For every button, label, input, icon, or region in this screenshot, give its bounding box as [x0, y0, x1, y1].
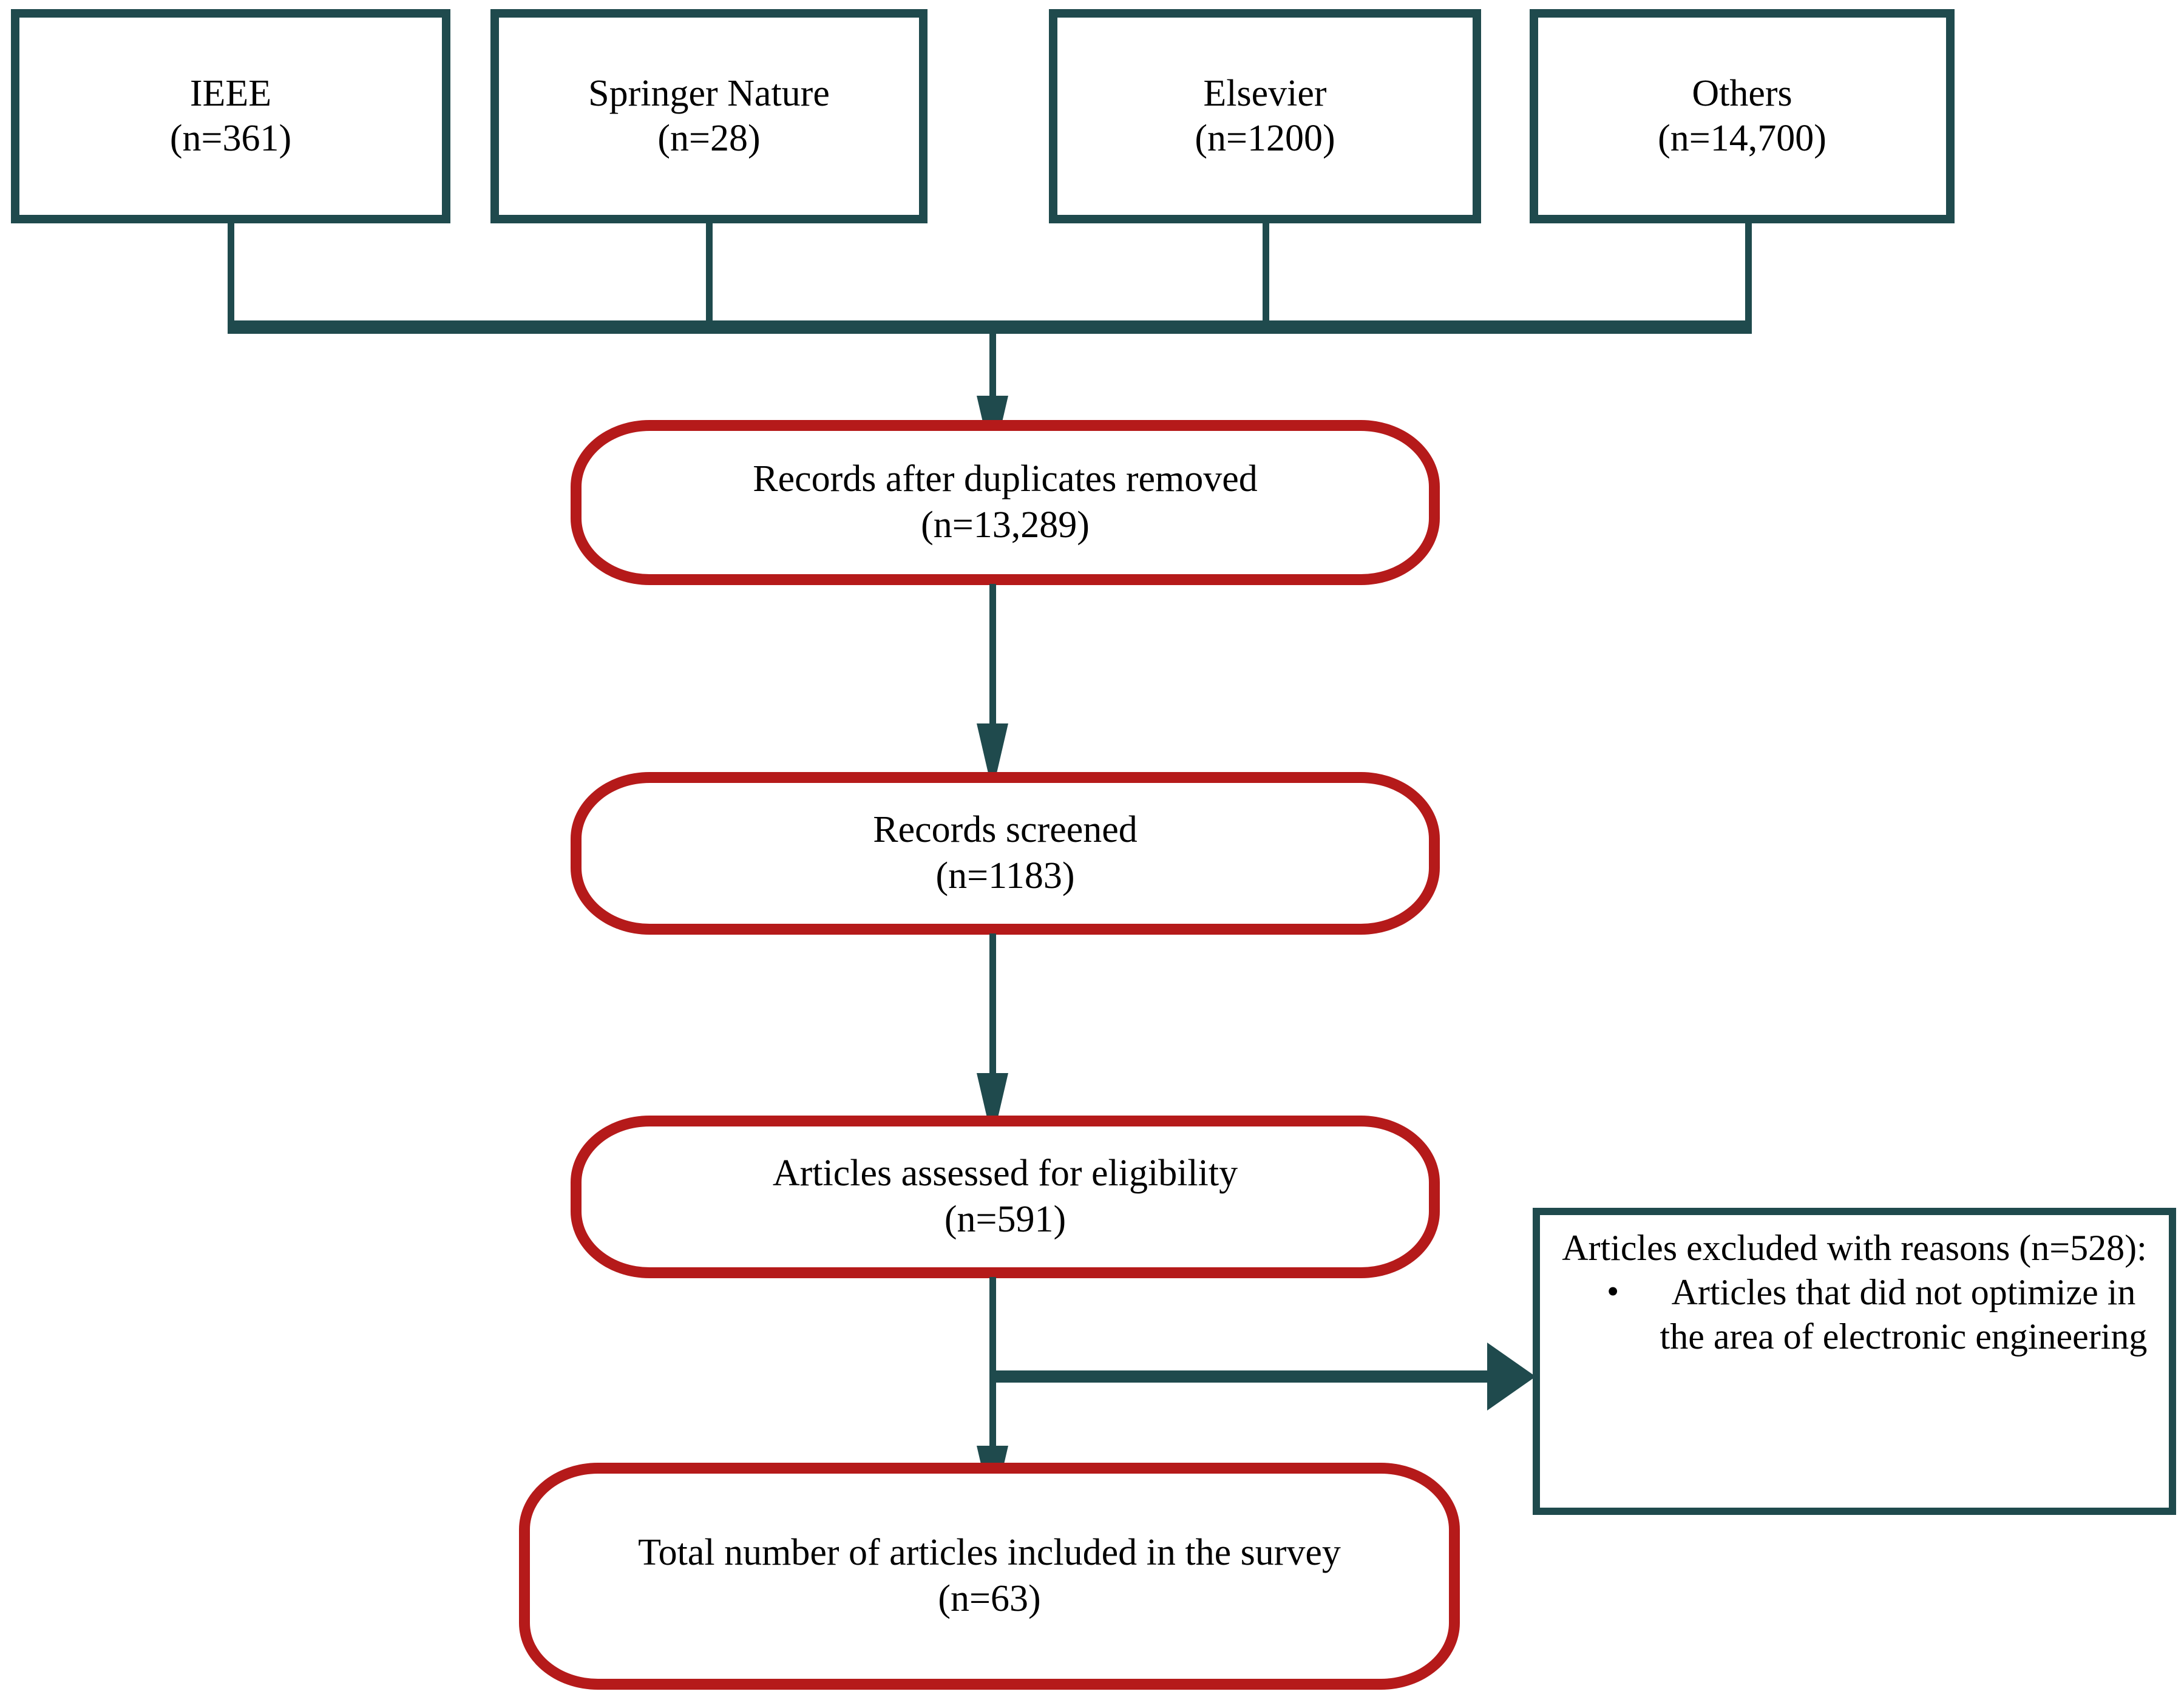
stage-box-articles-assessed-eligibility: Articles assessed for eligibility (n=591…: [571, 1116, 1440, 1278]
connector-dedup-to-screened-line: [989, 584, 996, 728]
source-count-ieee: (n=361): [169, 117, 292, 159]
source-name-ieee: IEEE: [189, 73, 272, 115]
connector-elsevier-drop: [1263, 218, 1269, 328]
bullet-icon: •: [1607, 1272, 1619, 1312]
stage-label-articles-assessed-eligibility: Articles assessed for eligibility: [772, 1153, 1238, 1194]
stage-label-total-included: Total number of articles included in the…: [638, 1532, 1341, 1574]
excluded-reason-text: Articles that did not optimize in the ar…: [1660, 1272, 2148, 1357]
arrowhead-eligibility-to-excluded: [1487, 1343, 1536, 1411]
connector-bus-to-dedup-line: [989, 328, 996, 399]
excluded-heading: Articles excluded with reasons (n=528):: [1562, 1228, 2147, 1268]
stage-box-records-after-duplicates: Records after duplicates removed (n=13,2…: [571, 420, 1440, 585]
connector-eligibility-to-included-line: [989, 1277, 996, 1453]
excluded-reason-item: • Articles that did not optimize in the …: [1607, 1270, 2153, 1359]
source-count-springer-nature: (n=28): [657, 117, 761, 159]
stage-box-records-screened: Records screened (n=1183): [571, 772, 1440, 935]
excluded-reasons-list: • Articles that did not optimize in the …: [1556, 1270, 2153, 1359]
source-name-others: Others: [1692, 73, 1792, 115]
connector-screened-to-eligibility-line: [989, 933, 996, 1078]
source-name-elsevier: Elsevier: [1203, 73, 1327, 115]
stage-count-articles-assessed-eligibility: (n=591): [944, 1199, 1067, 1240]
stage-box-total-included: Total number of articles included in the…: [519, 1463, 1460, 1690]
stage-label-records-screened: Records screened: [873, 809, 1138, 851]
connector-eligibility-to-excluded-line: [989, 1370, 1519, 1383]
source-name-springer-nature: Springer Nature: [588, 73, 830, 115]
stage-count-records-after-duplicates: (n=13,289): [921, 504, 1090, 546]
source-box-springer-nature: Springer Nature (n=28): [490, 9, 928, 223]
source-box-ieee: IEEE (n=361): [11, 9, 450, 223]
stage-count-records-screened: (n=1183): [935, 855, 1075, 896]
connector-springer-drop: [706, 218, 713, 328]
source-box-elsevier: Elsevier (n=1200): [1049, 9, 1481, 223]
connector-source-bus-bar: [228, 320, 1752, 334]
source-box-others: Others (n=14,700): [1530, 9, 1955, 223]
source-count-others: (n=14,700): [1658, 117, 1826, 159]
connector-others-drop: [1745, 218, 1752, 328]
source-count-elsevier: (n=1200): [1195, 117, 1335, 159]
excluded-articles-box: Articles excluded with reasons (n=528): …: [1533, 1208, 2176, 1515]
connector-ieee-drop: [228, 218, 234, 328]
stage-label-records-after-duplicates: Records after duplicates removed: [753, 458, 1258, 500]
stage-count-total-included: (n=63): [938, 1578, 1041, 1619]
